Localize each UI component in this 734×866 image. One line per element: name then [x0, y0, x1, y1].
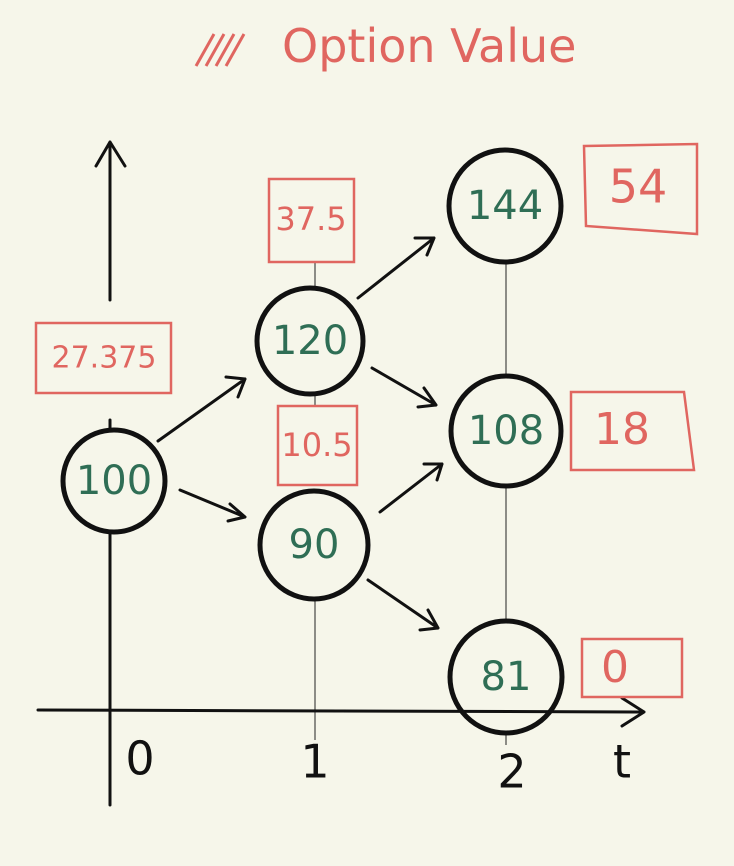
node-circle: [257, 488, 371, 602]
node-t1-up: 120: [254, 285, 366, 397]
option-value-text: 18: [594, 404, 650, 455]
node-value: 108: [468, 408, 544, 454]
option-box: [34, 321, 173, 395]
node-value: 90: [289, 522, 340, 568]
option-value-text: 54: [609, 160, 668, 214]
diagram-title: Option Value: [282, 19, 576, 73]
tick-label-2: 2: [497, 745, 526, 799]
x-axis-label: t: [613, 735, 631, 789]
tick-label-0: 0: [125, 732, 154, 786]
option-value-t1-up: 37.5: [267, 177, 356, 264]
edge-arrow-1d-down: [366, 578, 440, 632]
node-t2-updown: 108: [448, 373, 564, 489]
node-value: 144: [467, 183, 543, 229]
y-axis-arrow: [94, 140, 127, 302]
node-value: 120: [272, 318, 348, 364]
node-circle: [60, 427, 168, 535]
option-box: [276, 404, 359, 487]
option-value-text: 27.375: [52, 341, 157, 376]
node-t2-downdown: 81: [447, 618, 565, 736]
option-value-text: 37.5: [275, 200, 346, 238]
option-value-t2-downdown: 0: [580, 637, 684, 699]
option-value-t1-down: 10.5: [276, 404, 359, 487]
edge-arrow-1u-up: [356, 236, 436, 300]
option-value-t2-upup: 54: [582, 142, 699, 236]
option-box: [580, 637, 684, 699]
edge-arrow-1d-up: [378, 462, 444, 514]
tick-label-1: 1: [300, 735, 329, 789]
option-box: [569, 390, 696, 472]
node-t1-down: 90: [257, 488, 371, 602]
option-box: [582, 142, 699, 236]
node-value: 100: [76, 458, 152, 504]
node-circle: [448, 373, 564, 489]
option-value-text: 10.5: [281, 426, 352, 464]
option-value-text: 0: [601, 642, 629, 693]
edge-arrow-1u-down: [370, 366, 438, 409]
node-value: 81: [481, 654, 532, 700]
node-circle: [447, 618, 565, 736]
option-box: [267, 177, 356, 264]
option-value-t2-updown: 18: [569, 390, 696, 472]
node-t0: 100: [60, 427, 168, 535]
option-value-t0: 27.375: [34, 321, 173, 395]
x-axis-arrow: [36, 696, 646, 728]
title-mark-icon: [194, 33, 246, 67]
node-circle: [254, 285, 366, 397]
node-circle: [446, 147, 564, 265]
edge-arrow-0-up: [156, 375, 247, 443]
edge-arrow-0-down: [178, 488, 247, 523]
node-t2-upup: 144: [446, 147, 564, 265]
